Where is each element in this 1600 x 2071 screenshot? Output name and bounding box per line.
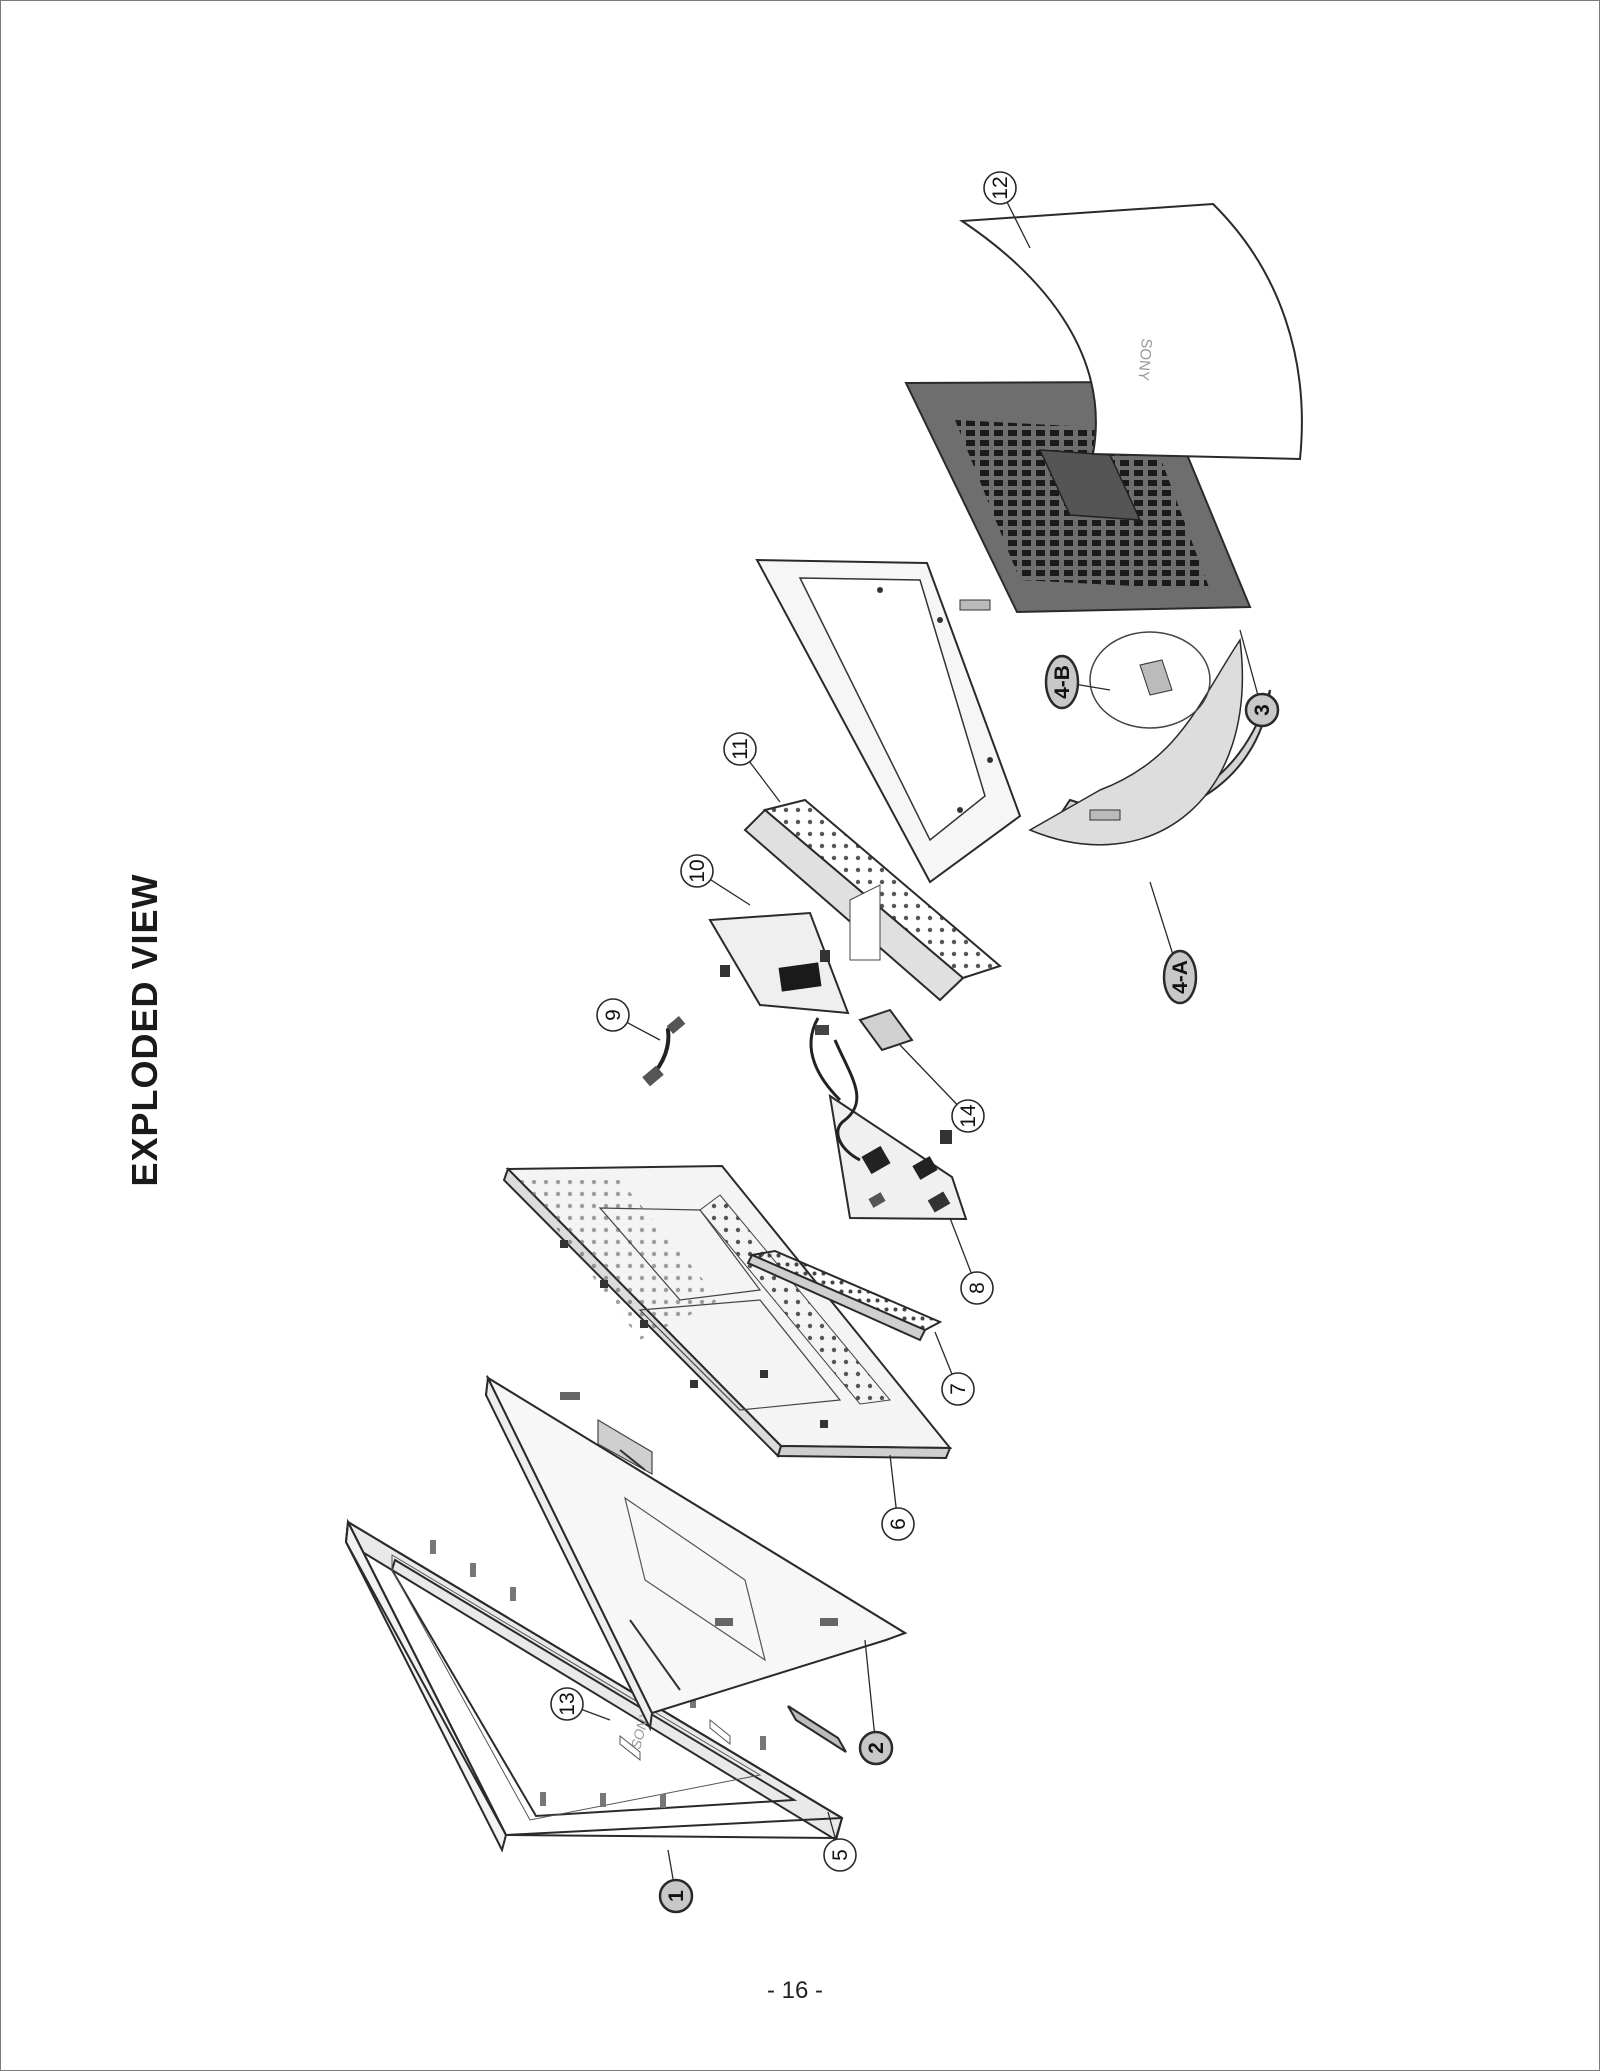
callout-label: 9 [602, 1009, 625, 1021]
part-interface-board [809, 1008, 914, 1162]
callout-label: 4-B [1051, 665, 1074, 699]
callout-circle [723, 732, 757, 766]
callout-label: 12 [989, 176, 1012, 199]
callout-circle [881, 1507, 915, 1541]
callout-label: 7 [947, 1383, 970, 1395]
part-front-bezel: SONY [344, 1518, 844, 1853]
callout-label: 1 [665, 1890, 688, 1902]
part-shield-cover [743, 798, 1003, 1002]
callout-8: 8 [960, 1271, 994, 1305]
callout-circle [550, 1687, 584, 1721]
callout-label: 6 [887, 1518, 910, 1530]
page-number: - 16 - [766, 1977, 824, 2004]
callout-14: 14 [951, 1099, 985, 1133]
callout-label: 11 [729, 738, 752, 760]
callout-circle [951, 1099, 985, 1133]
callout-3: 3 [1244, 692, 1280, 728]
callout-6: 6 [881, 1507, 915, 1541]
callout-11: 11 [723, 732, 757, 766]
callout-label: 10 [686, 859, 709, 882]
part-lcd-panel [484, 1374, 908, 1732]
callout-circle [1244, 692, 1280, 728]
part-shield-bracket [746, 1249, 943, 1342]
callout-5: 5 [823, 1838, 857, 1872]
callout-4-B: 4-B [1044, 654, 1080, 710]
callout-4-A: 4-A [1162, 949, 1198, 1005]
callout-circle [596, 998, 630, 1032]
part-main-board [828, 1093, 968, 1221]
callout-label: 14 [957, 1104, 980, 1128]
callout-circle [858, 1730, 894, 1766]
callout-10: 10 [680, 854, 714, 888]
svg-text:SONY: SONY [1134, 338, 1155, 382]
part-power-board [708, 911, 850, 1015]
callout-2: 2 [858, 1730, 894, 1766]
callout-label: 2 [865, 1742, 888, 1754]
callout-circle [983, 171, 1017, 205]
callout-label: 4-A [1169, 960, 1192, 994]
part-rear-cover [904, 380, 1252, 614]
callout-label: 3 [1251, 704, 1274, 716]
callout-circle [941, 1372, 975, 1406]
part-rear-shell: SONY [959, 202, 1303, 461]
callout-circle [680, 854, 714, 888]
callout-circle [823, 1838, 857, 1872]
callout-label: 8 [966, 1282, 989, 1294]
callout-circle [960, 1271, 994, 1305]
callout-label: 5 [829, 1849, 852, 1861]
part-metal-chassis [502, 1164, 953, 1460]
callout-circle [1044, 654, 1080, 710]
callout-12: 12 [983, 171, 1017, 205]
callout-13: 13 [550, 1687, 584, 1721]
callout-1: 1 [658, 1878, 694, 1914]
callout-7: 7 [941, 1372, 975, 1406]
part-rear-frame-and-stand [755, 558, 1271, 884]
part-button-panel [787, 1705, 847, 1753]
callout-9: 9 [596, 998, 630, 1032]
callout-circle [1162, 949, 1198, 1005]
callout-label: 13 [556, 1692, 579, 1715]
callout-circle [658, 1878, 694, 1914]
part-cable [642, 1016, 686, 1087]
